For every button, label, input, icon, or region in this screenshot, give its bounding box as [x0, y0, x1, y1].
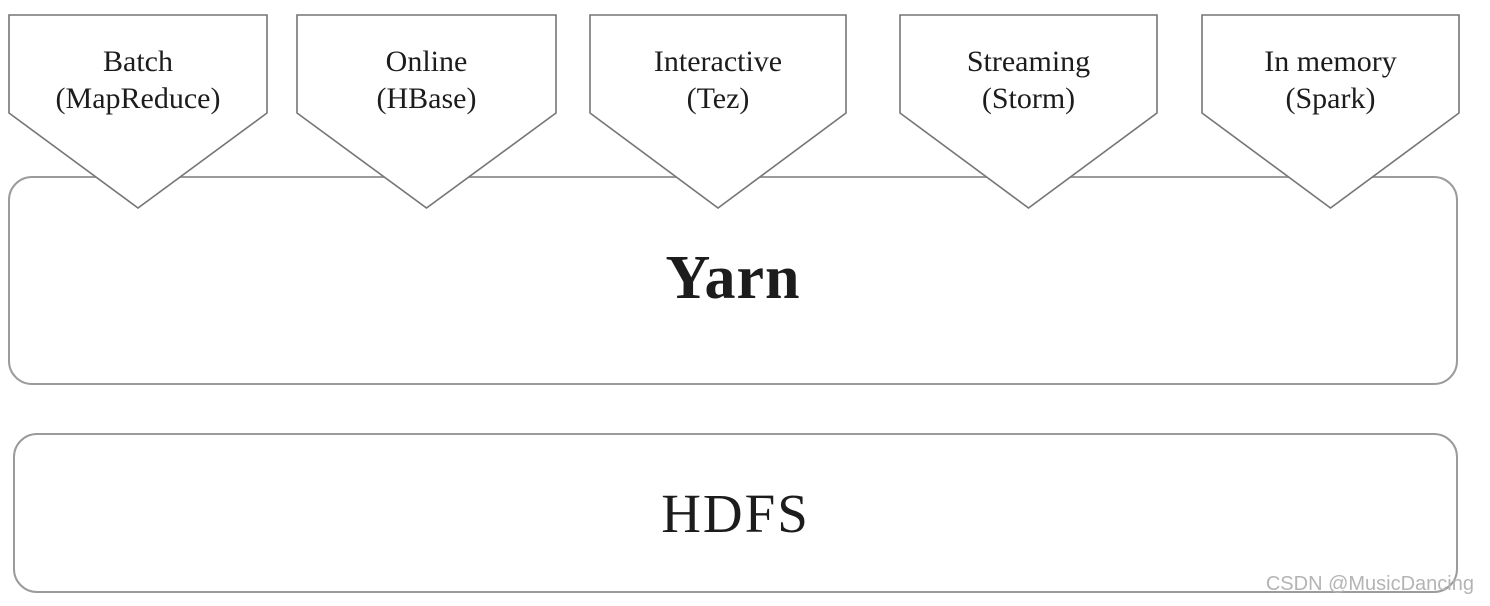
component-sublabel: (Spark): [1285, 82, 1376, 115]
hdfs-layer-label: HDFS: [661, 482, 810, 544]
component-streaming-storm: Streaming (Storm): [899, 14, 1158, 210]
csdn-watermark: CSDN @MusicDancing: [1265, 573, 1474, 595]
component-inmemory-spark: In memory (Spark): [1201, 14, 1460, 210]
component-label: Online: [385, 45, 468, 78]
down-arrow-pentagon-shape: [589, 14, 847, 210]
hdfs-layer-box: HDFS: [13, 433, 1458, 593]
component-label: Streaming: [966, 45, 1091, 78]
down-arrow-pentagon-shape: [1201, 14, 1460, 210]
down-arrow-pentagon-shape: [296, 14, 557, 210]
component-sublabel: (Tez): [686, 82, 750, 115]
component-sublabel: (Storm): [981, 82, 1076, 115]
down-arrow-pentagon-shape: [899, 14, 1158, 210]
component-label: Interactive: [653, 45, 783, 78]
component-batch-mapreduce: Batch (MapReduce): [8, 14, 268, 210]
yarn-layer-box: Yarn: [8, 176, 1458, 385]
component-label: Batch: [103, 45, 173, 78]
component-label: In memory: [1264, 45, 1397, 78]
yarn-layer-label: Yarn: [665, 244, 801, 312]
down-arrow-pentagon-shape: [8, 14, 268, 210]
component-sublabel: (MapReduce): [55, 82, 221, 115]
component-interactive-tez: Interactive (Tez): [589, 14, 847, 210]
component-sublabel: (HBase): [376, 82, 477, 115]
component-online-hbase: Online (HBase): [296, 14, 557, 210]
